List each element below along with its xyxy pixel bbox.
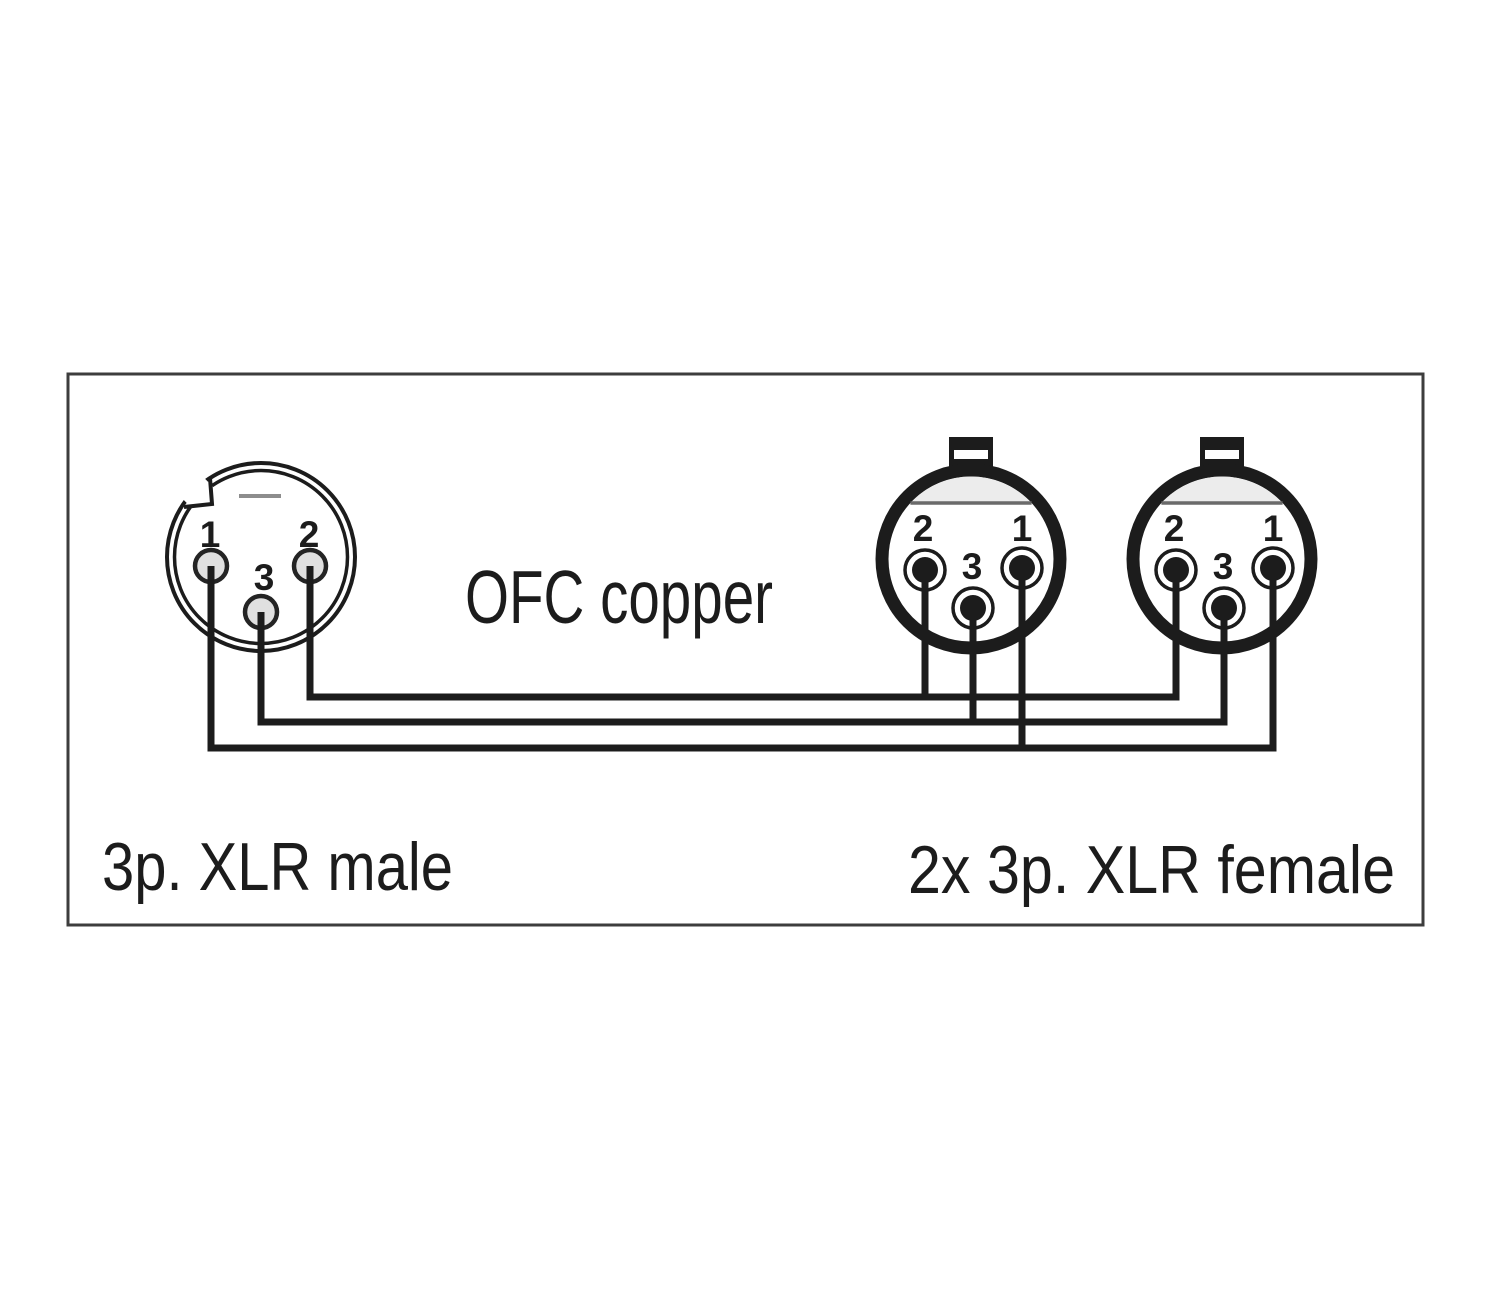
female-2-pin-1-label: 1 [1263,508,1284,549]
wire-pin2-net [306,566,1180,701]
male-keyway-notch [176,471,220,515]
right-connector-caption: 2x 3p. XLR female [908,832,1395,908]
female-1-top-band [910,476,1032,503]
male-pin-1-label: 1 [200,514,221,555]
male-pin-2-label: 2 [299,514,320,555]
female-1-pin-1-label: 1 [1012,508,1033,549]
male-pin-3-label: 3 [254,557,275,598]
female-2-pin-3-label: 3 [1213,546,1234,587]
wires [207,566,1277,752]
female-2-top-band [1161,476,1283,503]
female-1-pin-2-label: 2 [913,508,934,549]
male-index-dash-icon [239,494,281,498]
wire-pin1-net [207,566,1277,752]
female-1-pin-3-label: 3 [962,546,983,587]
cable-type-label: OFC copper [465,555,773,639]
left-connector-caption: 3p. XLR male [102,829,453,905]
female-2-pin-2-label: 2 [1164,508,1185,549]
wire-pin3-net [257,608,1228,726]
